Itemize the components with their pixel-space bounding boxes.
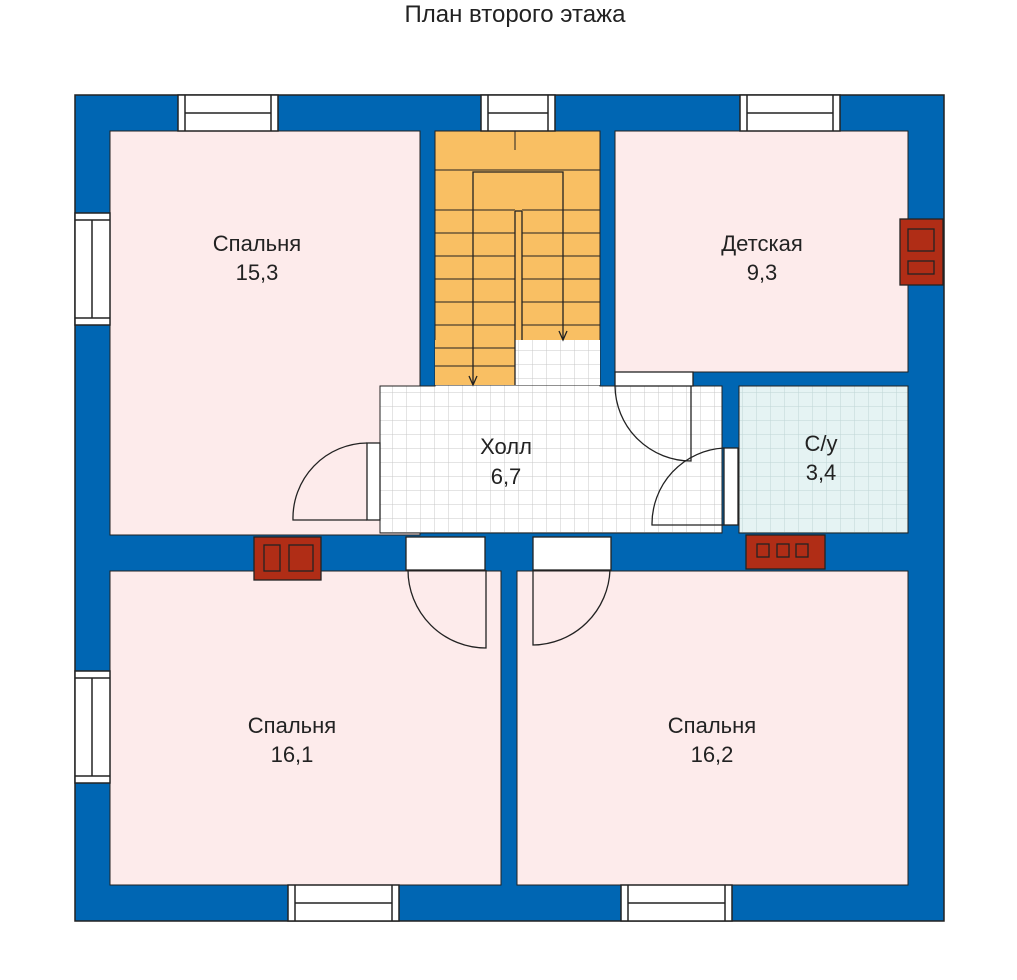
room-label-bedroom-nw-area: 15,3 bbox=[236, 260, 279, 285]
chimney-center-left bbox=[253, 536, 322, 581]
door-bedroom-sw bbox=[405, 536, 487, 649]
window-top-2 bbox=[480, 94, 556, 132]
plan-title: План второго этажа bbox=[405, 1, 627, 28]
window-bottom-1 bbox=[287, 884, 400, 922]
room-label-bathroom-name: С/у bbox=[805, 431, 838, 456]
room-label-bedroom-se-name: Спальня bbox=[668, 713, 756, 738]
door-bedroom-se bbox=[532, 536, 612, 646]
room-bathroom bbox=[738, 385, 909, 534]
room-label-bedroom-sw-name: Спальня bbox=[248, 713, 336, 738]
room-bedroom-se bbox=[516, 570, 909, 886]
room-label-kids-area: 9,3 bbox=[747, 260, 778, 285]
room-label-bedroom-se-area: 16,2 bbox=[691, 742, 734, 767]
room-label-hall-area: 6,7 bbox=[491, 464, 522, 489]
room-bedroom-sw bbox=[109, 570, 502, 886]
chimney-east bbox=[899, 218, 944, 286]
door-kids bbox=[614, 371, 694, 462]
room-label-bedroom-sw-area: 16,1 bbox=[271, 742, 314, 767]
staircase bbox=[434, 130, 601, 387]
window-top-1 bbox=[177, 94, 279, 132]
window-bottom-2 bbox=[620, 884, 733, 922]
door-bathroom bbox=[651, 447, 739, 526]
room-label-bathroom-area: 3,4 bbox=[806, 460, 837, 485]
door-bedroom-nw bbox=[292, 442, 381, 521]
room-label-bedroom-nw-name: Спальня bbox=[213, 231, 301, 256]
chimney-center-right bbox=[745, 534, 826, 570]
window-left-2 bbox=[74, 670, 111, 784]
window-top-3 bbox=[739, 94, 841, 132]
room-label-hall-name: Холл bbox=[480, 434, 532, 459]
room-label-kids-name: Детская bbox=[721, 231, 803, 256]
window-left-1 bbox=[74, 212, 111, 326]
